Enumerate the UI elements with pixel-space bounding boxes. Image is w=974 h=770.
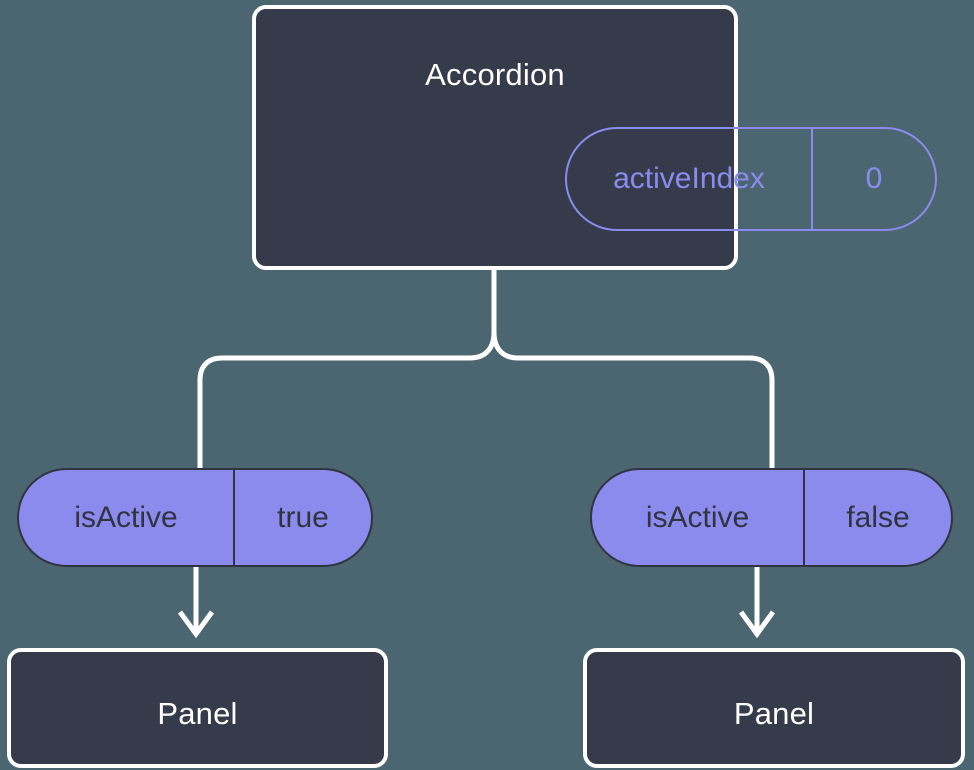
state-pill-value: 0	[865, 162, 883, 195]
state-pill-key: activeIndex	[567, 129, 813, 229]
prop-pill-right-value: false	[846, 500, 910, 534]
prop-pill-left-value: true	[277, 500, 329, 534]
node-panel-right-title: Panel	[733, 696, 815, 731]
node-panel-right[interactable]: Panel	[583, 648, 965, 768]
prop-pill-isactive-true[interactable]: isActive true	[17, 468, 373, 567]
fork-right-curve	[491, 331, 775, 470]
prop-pill-right-key: isActive	[592, 470, 805, 565]
arrow-right-head-icon	[738, 610, 776, 639]
node-accordion-title: Accordion	[425, 57, 565, 92]
state-pill-activeindex[interactable]: activeIndex 0	[565, 127, 937, 231]
node-panel-left-title: Panel	[157, 696, 238, 731]
prop-pill-left-key: isActive	[19, 470, 235, 565]
fork-left-curve	[197, 331, 497, 470]
prop-pill-isactive-false[interactable]: isActive false	[590, 468, 953, 567]
node-panel-left[interactable]: Panel	[7, 648, 388, 768]
arrow-left-head-icon	[177, 610, 215, 639]
node-accordion[interactable]: Accordion activeIndex 0	[252, 5, 937, 270]
